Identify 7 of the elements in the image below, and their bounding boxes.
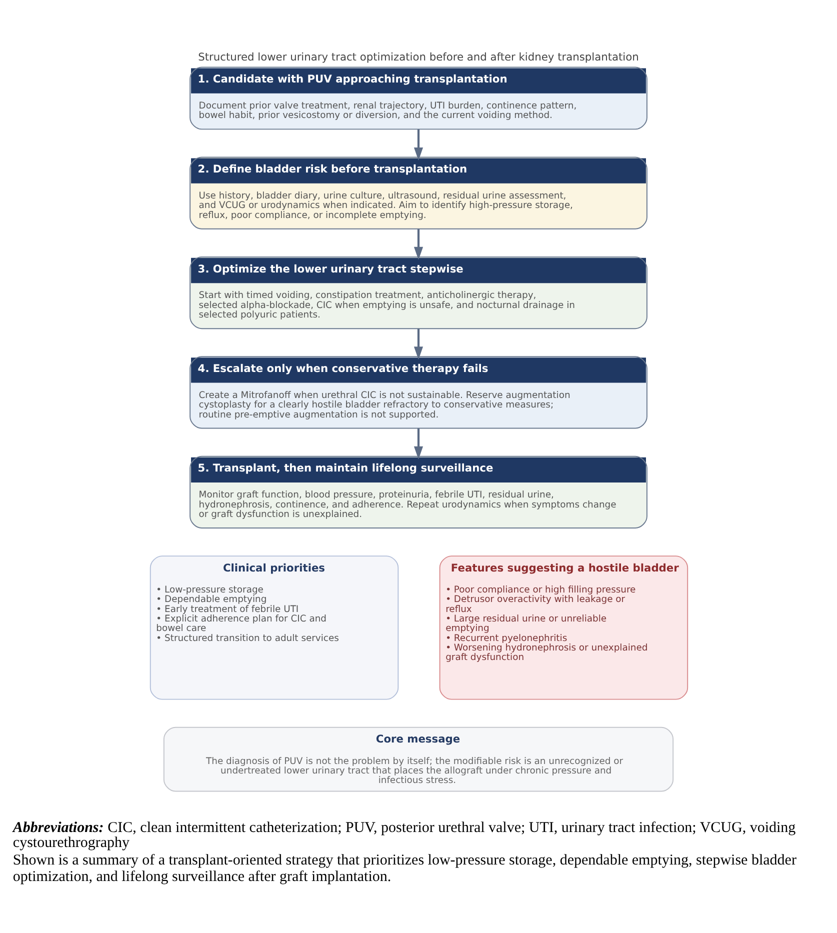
- arrow: [414, 228, 424, 260]
- diagram-title: Structured lower urinary tract optimization before and after kidney transplantation: [198, 50, 639, 63]
- label: Abbreviations: CIC, clean intermittent catheterization; PUV, posterior urethral valve; UTI, urinary tract infection; VCUG, voiding cystourethrography: [12, 819, 796, 850]
- arrow: [414, 128, 424, 160]
- arrow: [414, 328, 424, 360]
- arrow: [414, 428, 424, 459]
- caption: Shown is a summary of a transplant-oriented strategy that prioritizes low-pressure storage, dependable emptying, stepwise bladder optimization, and lifelong surveillance after graft implantation.: [12, 852, 796, 885]
